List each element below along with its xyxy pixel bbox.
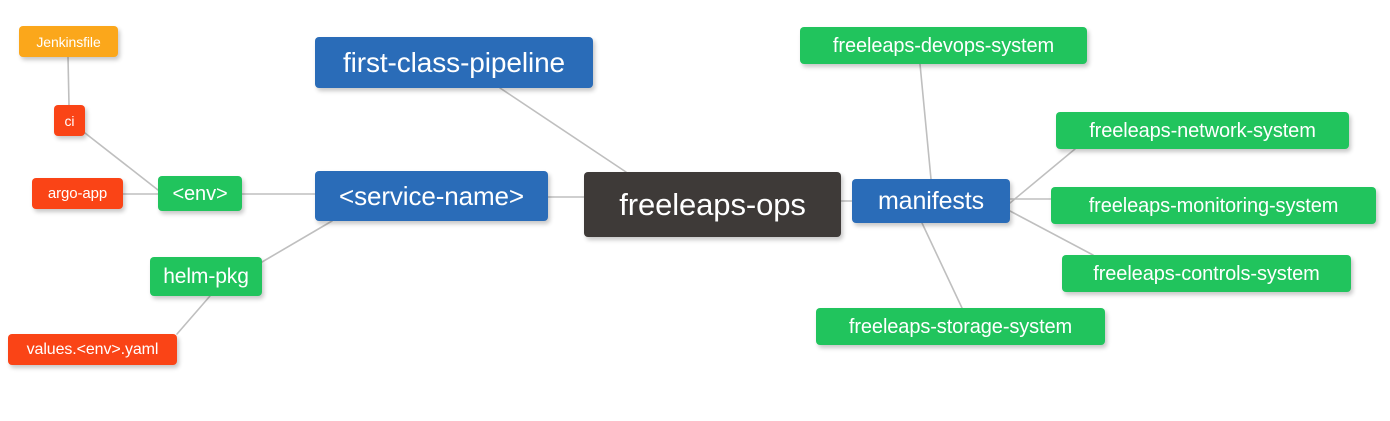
mindmap-node-label-freeleaps-storage-system: freeleaps-storage-system [848,315,1073,338]
mindmap-node-jenkinsfile[interactable]: Jenkinsfile [19,26,118,57]
mindmap-node-manifests[interactable]: manifests [852,179,1010,223]
mindmap-node-freeleaps-network-system[interactable]: freeleaps-network-system [1056,112,1349,149]
mindmap-node-label-env: <env> [172,182,228,205]
mindmap-edge-values-yaml-to-helm-pkg [176,295,211,335]
mindmap-node-freeleaps-ops[interactable]: freeleaps-ops [584,172,841,237]
mindmap-node-helm-pkg[interactable]: helm-pkg [150,257,262,296]
mindmap-node-label-freeleaps-ops: freeleaps-ops [619,187,806,222]
mindmap-edge-manifests-to-freeleaps-storage-system [921,222,963,309]
mindmap-node-freeleaps-devops-system[interactable]: freeleaps-devops-system [800,27,1087,64]
mindmap-node-label-ci: ci [64,112,75,129]
mindmap-node-label-values-yaml: values.<env>.yaml [26,340,159,358]
mindmap-node-label-manifests: manifests [877,186,985,215]
mindmap-node-first-class-pipeline[interactable]: first-class-pipeline [315,37,593,88]
mindmap-node-label-service-name: <service-name> [338,181,525,211]
mindmap-node-label-jenkinsfile: Jenkinsfile [36,33,101,50]
mindmap-node-env[interactable]: <env> [158,176,242,211]
mindmap-node-label-helm-pkg: helm-pkg [163,265,249,288]
mindmap-node-label-argo-app: argo-app [47,185,108,202]
mindmap-node-freeleaps-storage-system[interactable]: freeleaps-storage-system [816,308,1105,345]
mindmap-node-label-first-class-pipeline: first-class-pipeline [342,46,566,78]
mindmap-edge-first-class-pipeline-to-freeleaps-ops [499,87,627,173]
mindmap-node-values-yaml[interactable]: values.<env>.yaml [8,334,177,365]
mindmap-node-ci[interactable]: ci [54,105,85,136]
mindmap-node-argo-app[interactable]: argo-app [32,178,123,209]
mindmap-node-freeleaps-monitoring-system[interactable]: freeleaps-monitoring-system [1051,187,1376,224]
mindmap-node-freeleaps-controls-system[interactable]: freeleaps-controls-system [1062,255,1351,292]
mindmap-node-label-freeleaps-network-system: freeleaps-network-system [1089,119,1316,142]
mindmap-edge-helm-pkg-to-service-name [261,220,333,263]
mindmap-edge-jenkinsfile-to-ci [67,56,70,106]
mindmap-edge-freeleaps-devops-system-to-manifests [919,63,932,180]
mindmap-node-label-freeleaps-monitoring-system: freeleaps-monitoring-system [1088,194,1339,217]
mindmap-node-service-name[interactable]: <service-name> [315,171,548,221]
mindmap-node-label-freeleaps-devops-system: freeleaps-devops-system [832,34,1055,57]
mindmap-node-label-freeleaps-controls-system: freeleaps-controls-system [1093,262,1320,285]
